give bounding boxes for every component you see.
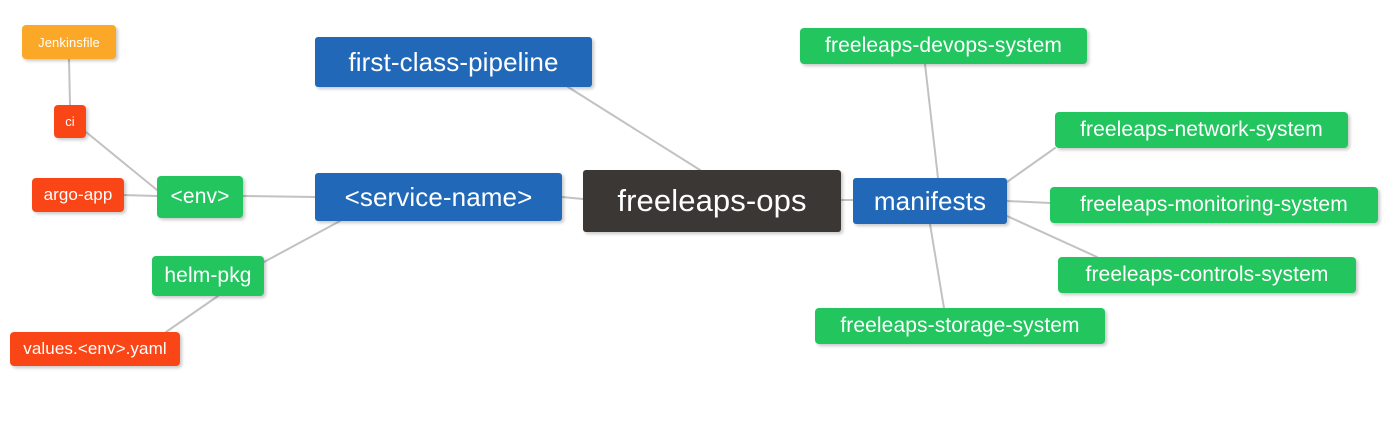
edge-env-to-service-name <box>242 195 316 198</box>
mindmap-node-manifests[interactable]: manifests <box>853 178 1007 224</box>
mindmap-node-argo-app[interactable]: argo-app <box>32 178 124 212</box>
edge-storage-to-manifests <box>929 223 945 309</box>
mindmap-node-values-yaml[interactable]: values.<env>.yaml <box>10 332 180 366</box>
mindmap-node-monitoring[interactable]: freeleaps-monitoring-system <box>1050 187 1378 223</box>
mindmap-node-storage[interactable]: freeleaps-storage-system <box>815 308 1105 344</box>
edge-pipeline-to-freeleaps-ops <box>567 86 701 171</box>
edge-devops-to-manifests <box>924 63 939 179</box>
edge-values-yaml-to-helm-pkg <box>165 295 219 333</box>
mindmap-node-jenkinsfile[interactable]: Jenkinsfile <box>22 25 116 59</box>
mindmap-node-devops[interactable]: freeleaps-devops-system <box>800 28 1087 64</box>
edge-network-to-manifests <box>1006 147 1056 183</box>
mindmap-node-controls[interactable]: freeleaps-controls-system <box>1058 257 1356 293</box>
mindmap-node-helm-pkg[interactable]: helm-pkg <box>152 256 264 296</box>
edge-helm-pkg-to-service-name <box>263 220 341 263</box>
edge-service-name-to-freeleaps-ops <box>561 196 584 200</box>
mindmap-node-freeleaps-ops[interactable]: freeleaps-ops <box>583 170 841 232</box>
edge-argo-app-to-env <box>123 194 158 197</box>
mindmap-node-pipeline[interactable]: first-class-pipeline <box>315 37 592 87</box>
mindmap-node-network[interactable]: freeleaps-network-system <box>1055 112 1348 148</box>
edge-jenkinsfile-to-ci <box>68 58 71 106</box>
edge-monitoring-to-manifests <box>1006 200 1051 204</box>
mindmap-node-env[interactable]: <env> <box>157 176 243 218</box>
mindmap-node-service-name[interactable]: <service-name> <box>315 173 562 221</box>
mindmap-node-ci[interactable]: ci <box>54 105 86 138</box>
